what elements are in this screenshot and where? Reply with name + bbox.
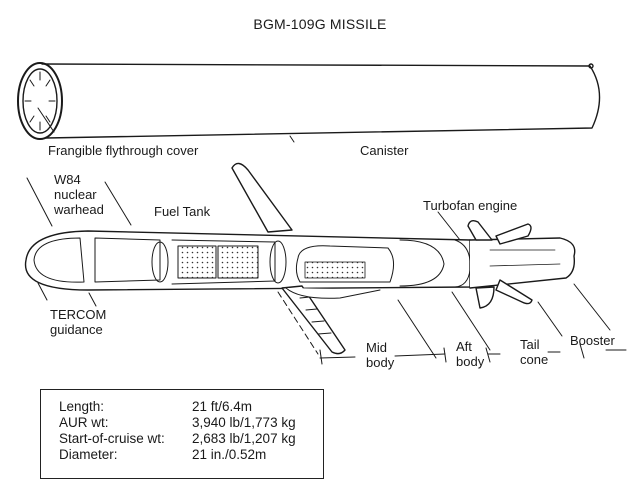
label-mid-body-line2: body [366, 355, 395, 370]
spec-label: Start-of-cruise wt: [59, 431, 165, 446]
missile-body-drawing [24, 230, 576, 291]
label-aft-body-line1: Aft [456, 339, 472, 354]
label-mid-body-line1: Mid [366, 340, 387, 355]
spec-value: 21 ft/6.4m [192, 399, 253, 414]
label-flythrough-cover: Frangible flythrough cover [48, 143, 199, 158]
specifications-box: Length: 21 ft/6.4m AUR wt: 3,940 lb/1,77… [40, 389, 324, 479]
label-aft-body-line2: body [456, 354, 485, 369]
label-warhead-line3: warhead [54, 202, 104, 217]
label-canister: Canister [360, 143, 409, 158]
dimension-lines [319, 343, 627, 365]
fuel-tank-drawing [177, 245, 217, 279]
label-guidance-line1: TERCOM [50, 307, 107, 322]
canister-drawing [17, 62, 601, 143]
tail-fins-drawing [285, 219, 533, 309]
label-booster: Booster [570, 333, 615, 348]
spec-value: 2,683 lb/1,207 kg [192, 431, 296, 446]
label-turbofan-engine: Turbofan engine [423, 198, 518, 213]
label-fuel-tank: Fuel Tank [154, 204, 211, 219]
spec-value: 3,940 lb/1,773 kg [192, 415, 296, 430]
wing-drawing [231, 162, 346, 355]
label-tail-cone-line2: cone [520, 352, 549, 367]
label-guidance-line2: guidance [50, 322, 103, 337]
leader-lines [26, 177, 611, 359]
spec-label: Length: [59, 399, 105, 414]
spec-label: AUR wt: [59, 415, 109, 430]
diagram-title: BGM-109G MISSILE [253, 16, 387, 32]
flythrough-cover-drawing [17, 62, 63, 140]
label-tail-cone-line1: Tail [520, 337, 540, 352]
label-warhead-line2: nuclear [54, 187, 97, 202]
spec-value: 21 in./0.52m [192, 447, 267, 462]
label-warhead-line1: W84 [54, 172, 81, 187]
spec-label: Diameter: [59, 447, 118, 462]
